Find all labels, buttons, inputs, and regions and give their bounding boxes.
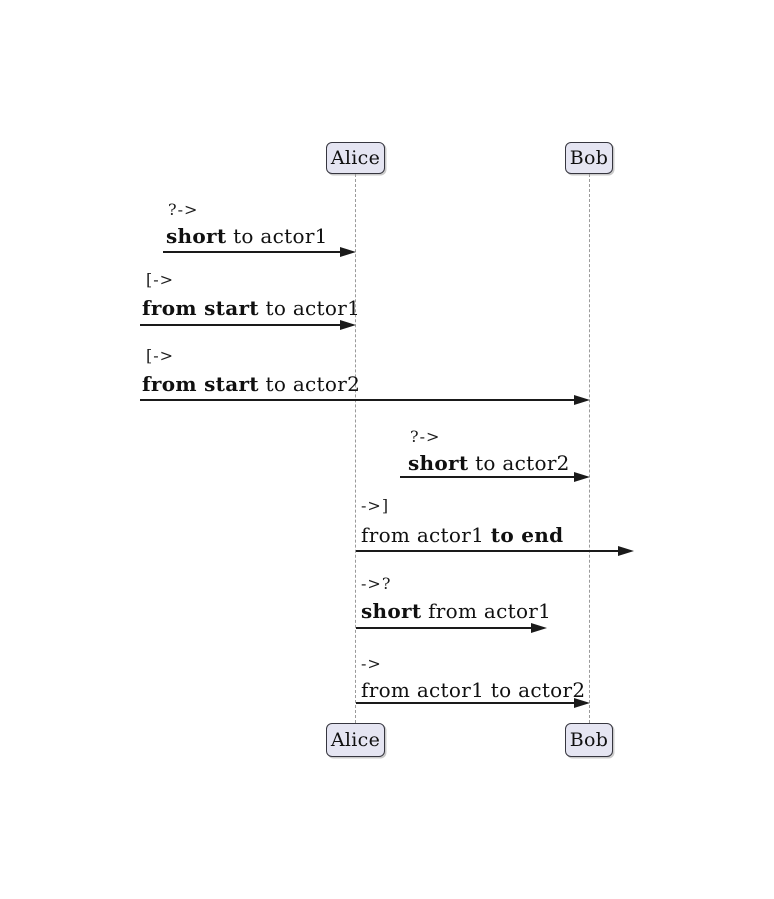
lifeline-bob — [589, 174, 590, 723]
message-label-regular: to actor2 — [468, 451, 570, 475]
message-operator: [-> — [146, 346, 175, 365]
message-arrow — [140, 395, 590, 405]
message-label-bold: from start — [142, 372, 259, 396]
participant-alice-bottom: Alice — [326, 723, 385, 757]
message-label: from start to actor2 — [142, 372, 360, 396]
arrow-line — [163, 251, 353, 253]
message-operator: ->? — [361, 574, 392, 593]
message-label: from actor1 to end — [361, 523, 563, 547]
arrow-line — [356, 550, 631, 552]
message-arrow — [356, 698, 590, 708]
message-label-regular: to actor2 — [258, 372, 361, 396]
message-arrow — [400, 472, 590, 482]
arrowhead-icon — [618, 546, 634, 556]
message-label-regular: from actor1 — [421, 599, 552, 623]
message-operator: ?-> — [410, 427, 441, 446]
message-label-regular: to actor1 — [226, 224, 328, 248]
message-arrow — [356, 623, 547, 633]
message-label-bold: from start — [142, 296, 259, 320]
message-arrow — [356, 546, 634, 556]
message-arrow — [163, 247, 356, 257]
message-label: short from actor1 — [361, 599, 551, 623]
message-label: short to actor1 — [166, 224, 328, 248]
message-label-bold: short — [408, 451, 469, 475]
message-label-bold: to end — [490, 523, 564, 547]
arrow-line — [356, 702, 587, 704]
message-label-regular: from actor1 to actor2 — [361, 678, 586, 702]
message-label-regular: to actor1 — [258, 296, 361, 320]
arrowhead-icon — [574, 472, 590, 482]
message-label: from actor1 to actor2 — [361, 678, 585, 702]
message-label: short to actor2 — [408, 451, 570, 475]
arrow-line — [140, 399, 587, 401]
participant-alice-top: Alice — [326, 142, 385, 174]
participant-bob-top: Bob — [565, 142, 613, 174]
arrowhead-icon — [340, 247, 356, 257]
message-operator: -> — [361, 654, 382, 673]
arrowhead-icon — [574, 395, 590, 405]
arrow-line — [356, 627, 544, 629]
lifeline-alice — [355, 174, 356, 723]
arrowhead-icon — [531, 623, 547, 633]
participant-bob-bottom: Bob — [565, 723, 613, 757]
message-label-regular: from actor1 — [361, 523, 491, 547]
arrow-line — [140, 324, 353, 326]
arrow-line — [400, 476, 587, 478]
message-operator: ->] — [361, 496, 390, 515]
arrowhead-icon — [340, 320, 356, 330]
message-label-bold: short — [361, 599, 422, 623]
message-operator: ?-> — [168, 200, 199, 219]
message-label: from start to actor1 — [142, 296, 360, 320]
message-arrow — [140, 320, 356, 330]
message-label-bold: short — [166, 224, 227, 248]
arrowhead-icon — [574, 698, 590, 708]
message-operator: [-> — [146, 270, 175, 289]
